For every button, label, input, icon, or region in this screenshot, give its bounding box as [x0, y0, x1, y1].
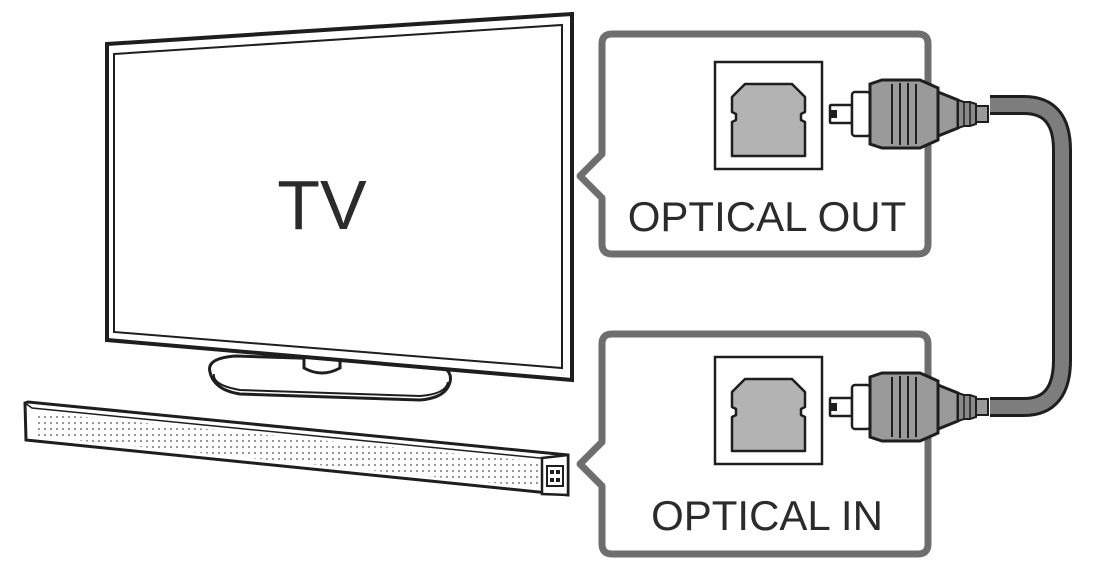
- callout-optical-out: OPTICAL OUT: [576, 30, 990, 258]
- tv-label: TV: [277, 166, 367, 244]
- callout-optical-in: OPTICAL IN: [576, 330, 990, 558]
- tv-frame: [105, 11, 574, 383]
- optical-cable: [990, 95, 1072, 417]
- optical-in-label: OPTICAL IN: [651, 492, 883, 539]
- tv-stand-base: [208, 354, 452, 402]
- soundbar-optical-jack: [546, 465, 564, 487]
- soundbar-illustration: [23, 400, 570, 497]
- optical-in-port-icon: [713, 355, 824, 466]
- tv-illustration: TV: [105, 11, 574, 402]
- optical-out-port-icon: [713, 60, 824, 171]
- optical-out-label: OPTICAL OUT: [628, 193, 906, 240]
